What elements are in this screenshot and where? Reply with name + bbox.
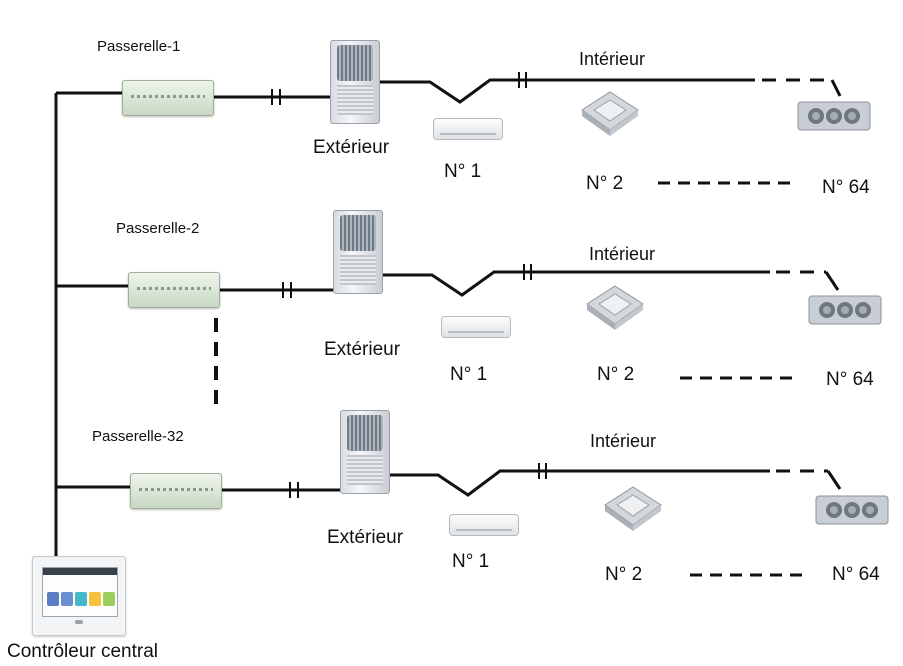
gateway-label-1: Passerelle-1 bbox=[97, 38, 181, 55]
indoor-label-2: Intérieur bbox=[589, 244, 656, 264]
wall-unit-1 bbox=[433, 118, 503, 140]
unit-2-label-row-1: N° 2 bbox=[586, 173, 624, 194]
duct-unit-1 bbox=[794, 98, 874, 134]
unit-64-label-row-1: N° 64 bbox=[822, 177, 870, 198]
indoor-label-1: Intérieur bbox=[579, 49, 646, 69]
unit-2-label-row-2: N° 2 bbox=[597, 364, 635, 385]
gateway-label-32: Passerelle-32 bbox=[92, 428, 184, 445]
unit-1-label-row-2: N° 1 bbox=[450, 364, 488, 385]
cassette-unit-3 bbox=[603, 485, 663, 533]
unit-64-label-row-2: N° 64 bbox=[826, 369, 874, 390]
unit-64-label-row-3: N° 64 bbox=[832, 564, 880, 585]
row-2-wiring bbox=[214, 264, 840, 380]
cassette-unit-1 bbox=[580, 90, 640, 138]
wall-unit-2 bbox=[441, 316, 511, 338]
unit-1-label-row-3: N° 1 bbox=[452, 551, 490, 572]
duct-unit-2 bbox=[805, 292, 885, 328]
outdoor-unit-1 bbox=[330, 40, 380, 124]
unit-2-label-row-3: N° 2 bbox=[605, 564, 643, 585]
row-1-wiring bbox=[212, 72, 842, 185]
central-controller-device bbox=[32, 556, 126, 636]
outdoor-unit-2 bbox=[333, 210, 383, 294]
duct-unit-3 bbox=[812, 492, 892, 528]
wall-unit-3 bbox=[449, 514, 519, 536]
row-3-wiring bbox=[222, 463, 842, 577]
outdoor-label-2: Extérieur bbox=[324, 339, 401, 360]
gateway-2-device bbox=[128, 272, 220, 308]
outdoor-label-1: Extérieur bbox=[313, 137, 390, 158]
gateway-1-device bbox=[122, 80, 214, 116]
central-controller-label: Contrôleur central bbox=[7, 641, 159, 662]
gateway-32-device bbox=[130, 473, 222, 509]
cassette-unit-2 bbox=[585, 284, 645, 332]
gateway-label-2: Passerelle-2 bbox=[116, 220, 200, 237]
outdoor-label-3: Extérieur bbox=[327, 527, 404, 548]
unit-1-label-row-1: N° 1 bbox=[444, 161, 482, 182]
outdoor-unit-3 bbox=[340, 410, 390, 494]
indoor-label-3: Intérieur bbox=[590, 431, 657, 451]
